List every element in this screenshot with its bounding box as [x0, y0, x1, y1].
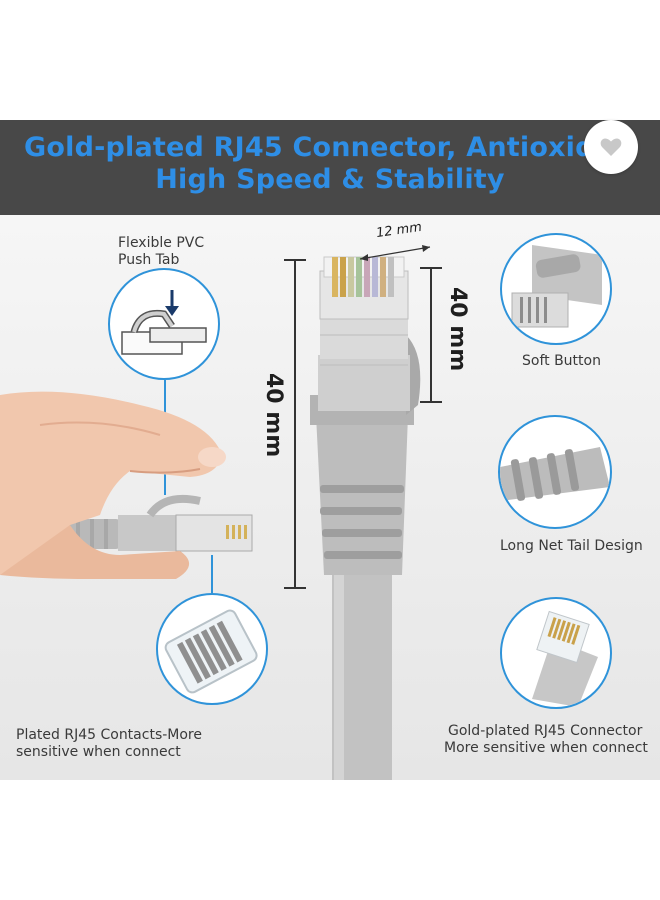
top-margin — [0, 0, 660, 120]
banner-title-line1: Gold-plated RJ45 Connector, Antioxida — [24, 132, 614, 163]
long-tail-label: Long Net Tail Design — [500, 538, 643, 554]
long-tail-drawing — [500, 447, 610, 501]
title-banner: Gold-plated RJ45 Connector, Antioxida Hi… — [0, 120, 660, 215]
height-left-dimension-tick-top — [284, 259, 306, 261]
height-left-dimension-line — [294, 259, 296, 587]
gold-connector-label-line1: Gold-plated RJ45 Connector — [448, 723, 643, 739]
plated-contacts-drawing — [164, 609, 258, 694]
height-right-dimension-label: 40 mm — [445, 287, 470, 372]
height-right-dimension-tick-bottom — [420, 401, 442, 403]
plated-contacts-detail-circle — [156, 593, 268, 705]
height-left-dimension-label: 40 mm — [261, 373, 286, 458]
gold-connector-label-line2: More sensitive when connect — [444, 740, 648, 756]
favorite-button[interactable] — [584, 120, 638, 174]
push-tab-label: Flexible PVC Push Tab — [118, 235, 205, 268]
heart-icon — [600, 138, 622, 156]
main-rj45-connector — [310, 256, 421, 780]
contacts-leader-line — [211, 555, 213, 593]
height-left-dimension-tick-bottom — [284, 587, 306, 589]
push-tab-drawing — [121, 290, 207, 355]
long-tail-detail-circle — [498, 415, 612, 529]
plated-contacts-label-line1: Plated RJ45 Contacts-More — [16, 727, 202, 743]
height-right-dimension-tick-top — [420, 267, 442, 269]
push-tab-detail-circle — [108, 268, 220, 380]
gold-connector-label: Gold-plated RJ45 Connector More sensitiv… — [444, 723, 648, 757]
banner-title-line2: High Speed & Stability — [155, 164, 505, 195]
bottom-margin — [0, 780, 660, 900]
hand-with-plug — [0, 391, 253, 579]
gold-connector-drawing — [532, 610, 598, 707]
height-right-dimension-line — [430, 267, 432, 401]
soft-button-detail-circle — [500, 233, 612, 345]
product-illustration: Flexible PVC Push Tab — [0, 215, 660, 780]
gold-connector-detail-circle — [500, 597, 612, 709]
plated-contacts-label-line2: sensitive when connect — [16, 744, 181, 760]
soft-button-drawing — [511, 245, 602, 328]
plated-contacts-label: Plated RJ45 Contacts-More sensitive when… — [16, 727, 202, 761]
width-dimension-arrow — [359, 245, 431, 261]
soft-button-label: Soft Button — [522, 353, 601, 369]
